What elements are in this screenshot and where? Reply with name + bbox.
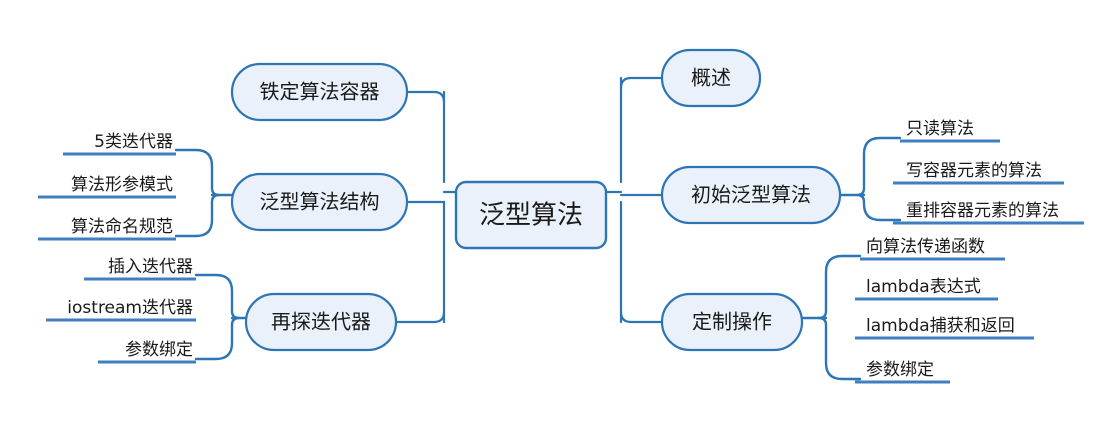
bracket-left-2 [174,148,221,238]
leaf-label: 插入迭代器 [108,257,193,277]
leaf-label: lambda表达式 [866,277,981,297]
leaf-item[interactable]: 算法形参模式 [38,175,176,199]
node-shape [660,292,804,352]
leaf-item[interactable]: 算法命名规范 [38,217,176,241]
node-label: 再探迭代器 [271,310,371,334]
node-label: 概述 [691,66,731,90]
leaf-label: 只读算法 [906,119,974,139]
leaf-item[interactable]: 重排容器元素的算法 [893,201,1084,225]
node-shape [230,172,409,232]
leaf-label: 写容器元素的算法 [906,161,1042,181]
leaf-item[interactable]: 只读算法 [900,119,1000,143]
bracket-right-2 [855,136,902,222]
leaf-item[interactable]: 向算法传递函数 [860,237,1005,261]
leaf-item[interactable]: iostream迭代器 [46,298,196,322]
node-shape [660,165,842,225]
leaf-item[interactable]: 参数绑定 [855,360,950,384]
branch-node-right-1[interactable]: 概述 [660,48,762,108]
leaf-item[interactable]: 参数绑定 [98,340,196,364]
connector-group-left [394,90,458,324]
connector-left-3 [394,310,446,324]
branch-node-left-3[interactable]: 再探迭代器 [244,292,398,352]
leaf-item[interactable]: lambda捕获和返回 [855,316,1034,340]
connector-left-1 [405,90,446,104]
branch-node-right-3[interactable]: 定制操作 [660,292,804,352]
leaf-label: 5类迭代器 [94,132,173,152]
node-shape [230,62,409,122]
node-label: 泛型算法结构 [260,190,380,214]
leaf-item[interactable]: 插入迭代器 [84,257,196,281]
bracket-group [174,136,902,381]
branch-node-right-2[interactable]: 初始泛型算法 [660,165,842,225]
node-shape [454,180,608,250]
connector-right-1 [619,76,664,90]
leaf-item[interactable]: lambda表达式 [855,277,998,301]
node-label: 铁定算法容器 [260,80,380,104]
leaf-label: 参数绑定 [866,360,934,380]
connector-right-3 [619,310,664,324]
leaf-label: iostream迭代器 [67,298,193,318]
node-label: 定制操作 [692,310,772,334]
branch-node-left-1[interactable]: 铁定算法容器 [230,62,409,122]
leaf-item[interactable]: 写容器元素的算法 [893,161,1064,185]
node-shape [244,292,398,352]
node-shape [660,48,762,108]
branch-node-left-2[interactable]: 泛型算法结构 [230,172,409,232]
leaf-label: 向算法传递函数 [866,237,985,257]
node-label: 初始泛型算法 [691,183,811,207]
leaf-item[interactable]: 5类迭代器 [63,132,176,156]
leaf-label: 重排容器元素的算法 [906,201,1059,221]
root-node[interactable]: 泛型算法 [454,180,608,250]
connector-group-right [604,76,664,324]
leaf-label: 参数绑定 [125,340,193,360]
leaf-label: 算法命名规范 [71,217,173,237]
leaf-label: 算法形参模式 [71,175,173,195]
node-label: 泛型算法 [479,201,583,231]
leaf-label: lambda捕获和返回 [866,316,1015,336]
